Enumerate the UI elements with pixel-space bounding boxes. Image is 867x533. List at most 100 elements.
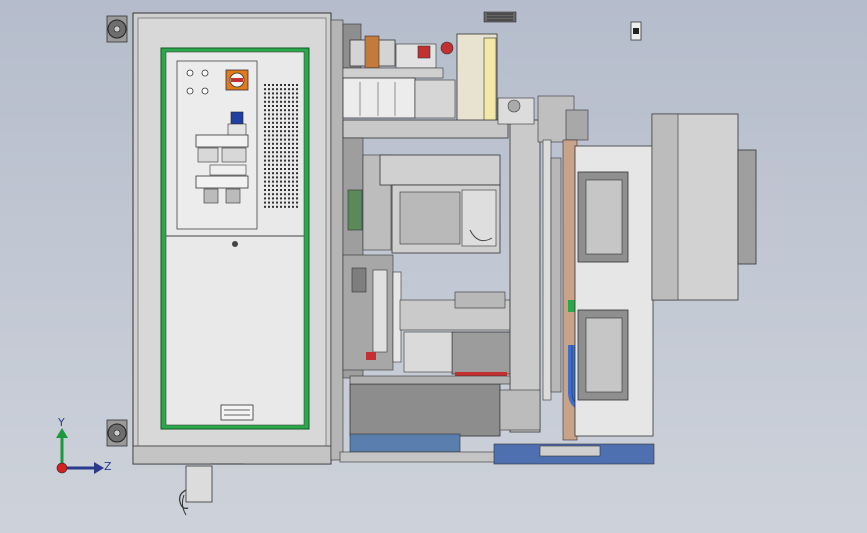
vent-hole: [292, 142, 294, 145]
vent-hole: [264, 121, 266, 124]
vent-hole: [280, 96, 282, 99]
vent-hole: [296, 163, 298, 166]
vent-hole: [288, 163, 290, 166]
vent-hole: [272, 172, 274, 175]
vent-hole: [272, 96, 274, 99]
vent-hole: [292, 205, 294, 208]
vent-hole: [292, 155, 294, 158]
vent-hole: [272, 197, 274, 200]
vent-hole: [284, 205, 286, 208]
vent-hole: [276, 100, 278, 103]
vent-hole: [268, 193, 270, 196]
vent-hole: [276, 113, 278, 116]
vent-hole: [284, 92, 286, 95]
vent-hole: [276, 117, 278, 120]
vent-hole: [288, 130, 290, 133]
vent-hole: [264, 172, 266, 175]
caster-top-left: [106, 15, 128, 43]
vent-hole: [264, 193, 266, 196]
vent-hole: [284, 172, 286, 175]
vent-hole: [288, 151, 290, 154]
vent-hole: [292, 197, 294, 200]
vent-hole: [280, 126, 282, 128]
vent-hole: [268, 159, 270, 162]
vent-hole: [276, 96, 278, 99]
vent-hole: [268, 100, 270, 103]
vent-hole: [284, 163, 286, 166]
vent-hole: [276, 184, 278, 187]
vent-hole: [272, 109, 274, 112]
vent-hole: [268, 163, 270, 166]
vent-hole: [268, 172, 270, 175]
vent-hole: [284, 184, 286, 187]
vent-hole: [280, 138, 282, 141]
vent-hole: [284, 147, 286, 149]
vent-hole: [284, 138, 286, 141]
vent-hole: [280, 105, 282, 107]
door-handle: [220, 404, 254, 421]
vent-hole: [268, 88, 270, 91]
vent-hole: [264, 88, 266, 91]
vent-hole: [296, 201, 298, 204]
vent-hole: [272, 121, 274, 124]
vent-hole: [268, 142, 270, 145]
vent-hole: [280, 151, 282, 154]
vent-hole: [292, 84, 294, 86]
vent-hole: [296, 172, 298, 175]
vent-hole: [280, 121, 282, 124]
vent-hole: [276, 172, 278, 175]
vent-hole: [288, 176, 290, 179]
vent-hole: [284, 100, 286, 103]
vent-hole: [268, 184, 270, 187]
vent-hole: [264, 189, 266, 191]
y-axis-label: Y: [57, 416, 65, 429]
vent-hole: [268, 151, 270, 154]
vent-hole: [276, 134, 278, 137]
vent-hole: [264, 197, 266, 200]
vent-hole: [268, 189, 270, 191]
vent-hole: [296, 147, 298, 149]
vent-hole: [288, 201, 290, 204]
vent-hole: [280, 109, 282, 112]
vent-hole: [280, 147, 282, 149]
vent-hole: [292, 105, 294, 107]
z-axis-label: Z: [104, 460, 112, 473]
caster-bottom-left: [106, 419, 128, 447]
vent-hole: [272, 100, 274, 103]
vent-hole: [268, 96, 270, 99]
vent-hole: [272, 201, 274, 204]
vent-hole: [272, 147, 274, 149]
vent-hole: [296, 197, 298, 200]
vent-hole: [264, 201, 266, 204]
vent-hole: [288, 189, 290, 191]
vent-hole: [288, 138, 290, 141]
vent-hole: [276, 84, 278, 86]
vent-hole: [288, 105, 290, 107]
vent-hole: [288, 100, 290, 103]
vent-hole: [268, 109, 270, 112]
vent-hole: [264, 92, 266, 95]
vent-hole: [272, 134, 274, 137]
vent-hole: [272, 105, 274, 107]
vent-hole: [292, 130, 294, 133]
vent-hole: [284, 121, 286, 124]
vent-hole: [296, 121, 298, 124]
vent-hole: [284, 109, 286, 112]
vent-hole: [268, 155, 270, 158]
vent-hole: [292, 100, 294, 103]
vent-hole: [272, 176, 274, 179]
vent-hole: [296, 113, 298, 116]
vent-hole: [264, 176, 266, 179]
vent-hole: [276, 126, 278, 128]
vent-hole: [296, 100, 298, 103]
vent-hole: [276, 155, 278, 158]
vent-hole: [272, 159, 274, 162]
vent-hole: [284, 176, 286, 179]
vent-hole: [280, 130, 282, 133]
vent-hole: [268, 168, 270, 170]
vent-hole: [272, 193, 274, 196]
vent-hole: [264, 159, 266, 162]
vent-hole: [272, 126, 274, 128]
vent-hole: [288, 159, 290, 162]
